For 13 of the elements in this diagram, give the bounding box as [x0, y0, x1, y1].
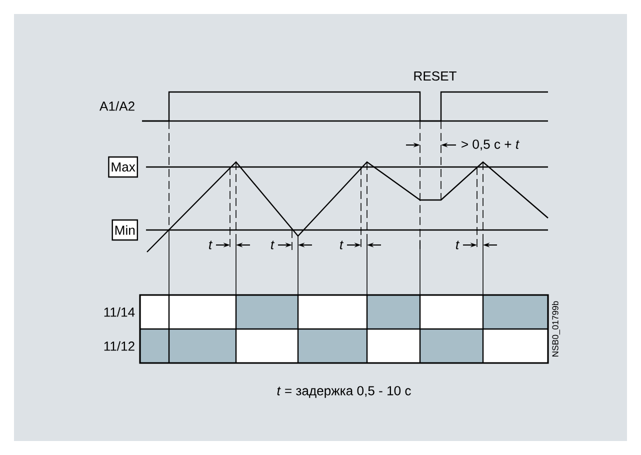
- time-label: > 0,5 c + t: [462, 140, 520, 150]
- contact-label: 11/14: [104, 307, 135, 317]
- level-box: Min: [112, 219, 138, 241]
- delay-label: t: [340, 240, 344, 250]
- delay-label: t: [456, 240, 460, 250]
- contact-label: 11/12: [104, 341, 134, 351]
- delay-label: t: [209, 240, 213, 250]
- drawing-number: NSB0_01799b: [552, 301, 560, 356]
- caption: t = задержка 0,5 - 10 с: [277, 386, 411, 398]
- signal-label: A1/A2: [100, 101, 134, 111]
- level-box: Max: [108, 156, 138, 178]
- delay-label: t: [271, 240, 275, 250]
- signal-label: RESET: [414, 71, 456, 81]
